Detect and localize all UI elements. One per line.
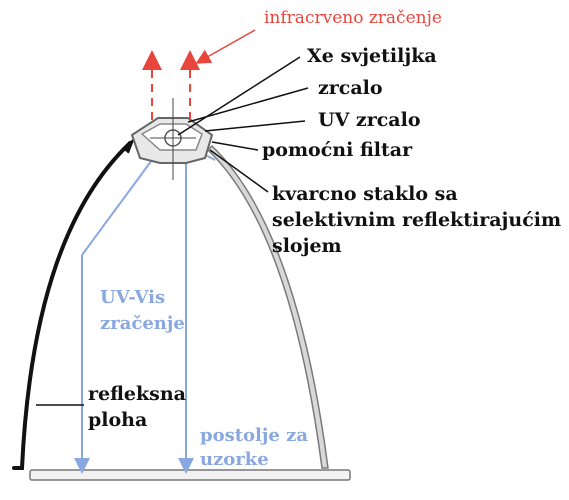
reflective-surface-left [12, 141, 132, 470]
label-reflective-line2: ploha [88, 409, 148, 431]
label-mirror: zrcalo [318, 77, 383, 99]
uv-ray-left [81, 159, 153, 256]
quartz-glass-right [206, 144, 329, 469]
leader-mirror [187, 87, 309, 123]
label-stand-line2: uzorke [200, 449, 269, 470]
ir-label-pointer [195, 29, 256, 64]
sample-stand-plate [29, 469, 351, 481]
label-aux-filter: pomoćni filtar [262, 139, 413, 161]
leader-xe-lamp [177, 56, 301, 136]
label-quartz-line2: selektivnim reflektirajućim [272, 209, 562, 231]
label-quartz-line1: kvarcno staklo sa [272, 183, 458, 205]
leader-uv-mirror [204, 120, 306, 132]
label-reflective-line1: refleksna [88, 383, 186, 405]
lamp-inner [140, 123, 203, 151]
label-quartz-line3: slojem [272, 235, 342, 257]
leader-aux-filter [211, 141, 259, 151]
label-uvvis-line1: UV-Vis [100, 287, 166, 308]
label-stand-line1: postolje za [200, 425, 308, 446]
leader-quartz [209, 149, 269, 193]
label-uvvis-line2: zračenje [100, 313, 185, 334]
label-infrared: infracrveno zračenje [264, 8, 442, 28]
label-uv-mirror: UV zrcalo [318, 109, 421, 131]
label-xe-lamp: Xe svjetiljka [307, 45, 437, 67]
